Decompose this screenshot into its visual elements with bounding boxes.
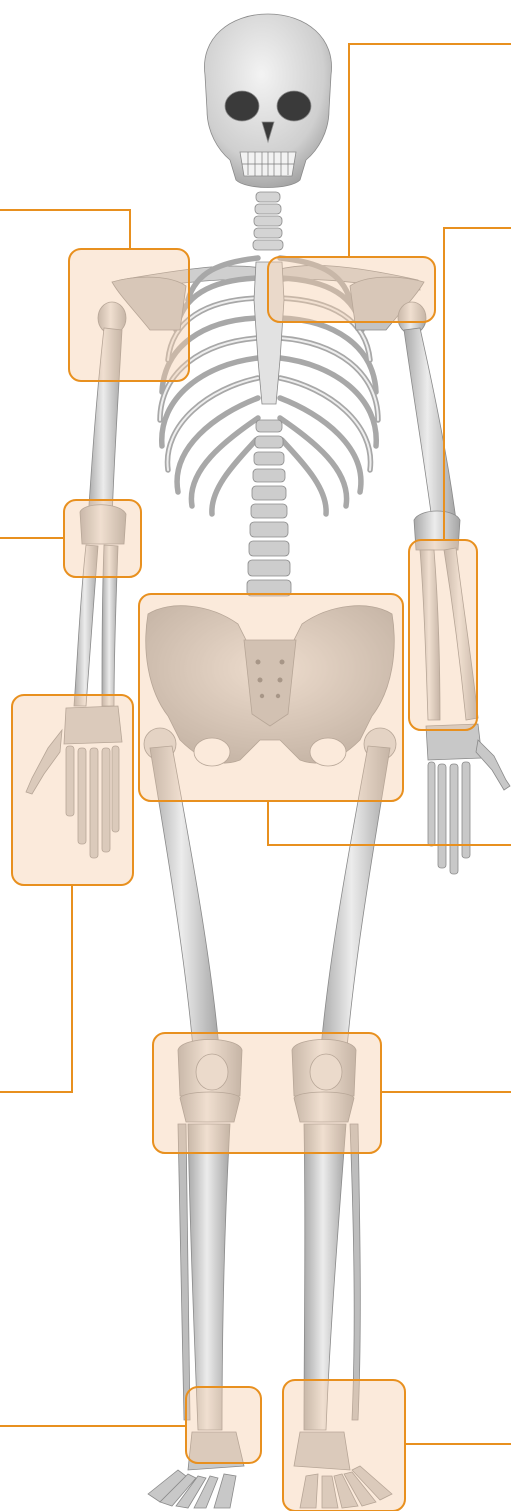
highlight-box-right-foot[interactable] — [283, 1380, 405, 1511]
leader-line-pelvis — [268, 801, 511, 845]
highlight-box-left-hand[interactable] — [12, 695, 133, 885]
leader-line-left-shoulder — [0, 210, 130, 248]
highlight-box-left-ankle[interactable] — [186, 1387, 261, 1463]
highlight-box-left-shoulder[interactable] — [69, 249, 189, 381]
highlight-box-knees[interactable] — [153, 1033, 381, 1153]
leader-line-right-forearm — [444, 228, 511, 540]
highlight-box-clavicle-sternum[interactable] — [268, 257, 435, 322]
highlight-regions — [12, 249, 477, 1511]
highlight-box-pelvis[interactable] — [139, 594, 403, 801]
highlight-box-right-forearm[interactable] — [409, 540, 477, 730]
skull — [204, 14, 331, 188]
cervical-spine — [253, 192, 283, 250]
highlight-box-left-elbow[interactable] — [64, 500, 141, 577]
leader-line-left-hand — [0, 885, 72, 1092]
hand-right — [426, 724, 510, 874]
leader-line-clavicle-sternum — [349, 44, 511, 257]
